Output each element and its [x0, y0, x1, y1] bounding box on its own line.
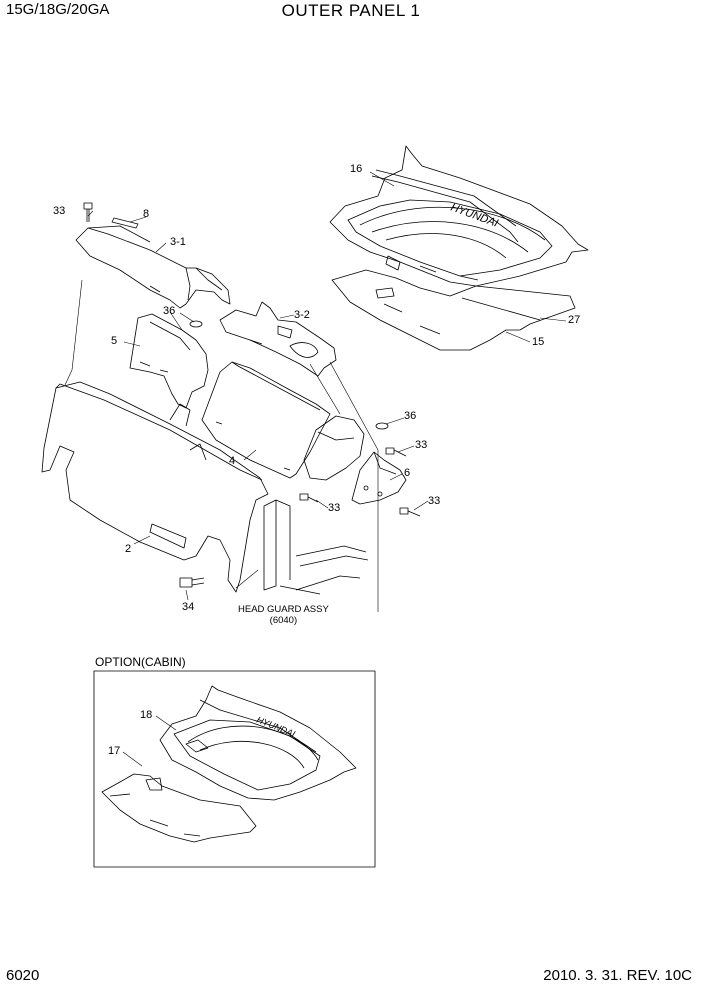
floor-mat-part-18 — [160, 686, 356, 800]
callout-3-2: 3-2 — [294, 309, 310, 321]
mat-brand-logo-option: HYUNDAI — [255, 715, 297, 740]
cover-panel-part-4 — [202, 362, 330, 478]
callout-17: 17 — [108, 745, 121, 757]
page-title: OUTER PANEL 1 — [281, 1, 421, 20]
floor-sub-panel-part-17 — [102, 774, 256, 842]
mat-brand-logo: HYUNDAI — [449, 202, 500, 230]
callout-27: 27 — [568, 314, 581, 326]
revision-date: 2010. 3. 31. REV. 10C — [543, 967, 692, 984]
callout-4: 4 — [229, 455, 236, 467]
callout-5: 5 — [111, 335, 118, 347]
callout-6: 6 — [404, 467, 411, 479]
floor-mat-part-16 — [330, 146, 588, 286]
model-code: 15G/18G/20GA — [6, 1, 110, 18]
option-leader-lines — [123, 716, 176, 766]
side-panel-part-6 — [304, 416, 406, 504]
callout-33-right-lower: 33 — [428, 495, 441, 507]
bolt-part-33-lower-left — [300, 494, 318, 502]
callout-36-right: 36 — [404, 410, 417, 422]
callout-15: 15 — [532, 336, 545, 348]
leader-lines — [65, 172, 566, 612]
main-panel-part-2 — [42, 382, 268, 592]
option-cabin-box — [94, 671, 375, 867]
callout-33-top: 33 — [53, 205, 66, 217]
head-guard-name: HEAD GUARD ASSY — [238, 604, 329, 615]
head-guard-ref: (6040) — [269, 615, 298, 626]
head-guard-assembly — [264, 500, 368, 594]
callout-3-1: 3-1 — [170, 236, 186, 248]
bolt-part-33-right-upper — [386, 448, 406, 456]
bolt-part-33-top — [84, 203, 92, 222]
grommet-part-36-left — [190, 321, 202, 327]
floor-sub-panel-part-27-15 — [332, 270, 575, 350]
panel-part-3-2 — [220, 302, 336, 376]
grommet-part-36-right — [376, 423, 388, 429]
side-panel-part-5 — [130, 314, 208, 408]
callout-36-left: 36 — [163, 305, 176, 317]
bolt-part-34 — [180, 578, 204, 587]
panel-part-3-1 — [76, 226, 230, 308]
callout-18: 18 — [140, 709, 153, 721]
page-number: 6020 — [6, 967, 40, 984]
callout-16: 16 — [350, 163, 363, 175]
callout-33-right-upper: 33 — [415, 439, 428, 451]
callout-33-lower: 33 — [328, 502, 341, 514]
callout-2: 2 — [125, 543, 132, 555]
head-guard-label: HEAD GUARD ASSY (6040) — [238, 604, 329, 626]
bolt-part-33-right-lower — [400, 508, 420, 516]
option-cabin-label: OPTION(CABIN) — [95, 655, 186, 669]
callout-34: 34 — [182, 601, 195, 613]
callout-8: 8 — [143, 208, 150, 220]
